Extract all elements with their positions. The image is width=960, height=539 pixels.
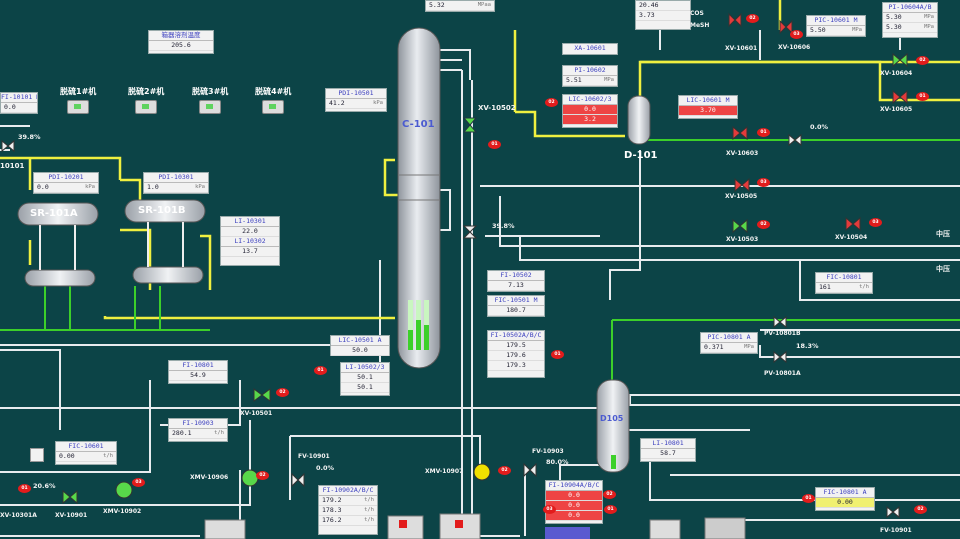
right-label-2: 中压: [936, 265, 950, 273]
xv-10504-tag: XV-10504: [835, 234, 868, 241]
alarm-badge[interactable]: 02: [545, 98, 558, 107]
heater-3[interactable]: 脱硫3#机: [192, 86, 228, 114]
fi-10502-box: FI-10502 7.13: [487, 270, 545, 292]
alarm-badge[interactable]: 02: [914, 505, 927, 514]
heater-1[interactable]: 脱硫1#机: [60, 86, 96, 114]
valve-10603-pct: 0.0%: [810, 123, 829, 131]
alarm-badge[interactable]: 01: [18, 484, 31, 493]
alarm-badge[interactable]: 02: [256, 471, 269, 480]
xmv-10906-tag: XMV-10906: [190, 474, 229, 481]
alarm-badge[interactable]: 01: [551, 350, 564, 359]
xv-10901-tag: XV-10901: [55, 512, 88, 519]
drums: [596, 95, 651, 473]
column-c101-label[interactable]: C-101: [402, 119, 435, 130]
xv-10603-tag: XV-10603: [726, 150, 759, 157]
left-edge-tag: 10101: [0, 162, 25, 170]
equipment-bottom: [204, 513, 746, 539]
analyzer-cos: COS: [690, 10, 704, 17]
pv-10801a-tag: PV-10801A: [764, 370, 801, 377]
left-edge-pct: 39.8%: [18, 133, 41, 141]
fi-10904abc-box: FI-10904A/B/C 0.0 0.0 0.0: [545, 480, 603, 524]
li-10502-box: LI-10502/3 50.1 50.1: [340, 362, 390, 396]
alarm-badge[interactable]: 03: [132, 478, 145, 487]
xv-10601-tag: XV-10601: [725, 45, 758, 52]
xv-10301a-tag: XV-10301A: [0, 512, 37, 519]
alarm-badge[interactable]: 01: [916, 92, 929, 101]
xv-10503-tag: XV-10503: [726, 236, 759, 243]
fv-10901-pct: 0.0%: [316, 464, 335, 472]
lic-10602-box: LIC-10602/3 0.0 3.2: [562, 94, 618, 128]
alarm-badge[interactable]: 02: [498, 466, 511, 475]
xv-10604-tag: XV-10604: [880, 70, 913, 77]
yellow-highlight-lines: [0, 0, 960, 320]
exchangers: [17, 199, 206, 287]
column-c101: [397, 27, 441, 369]
alarm-badge[interactable]: 01: [314, 366, 327, 375]
heater-2[interactable]: 脱硫2#机: [128, 86, 164, 114]
alarm-badge[interactable]: 01: [604, 505, 617, 514]
alarm-badge[interactable]: 02: [916, 56, 929, 65]
drum-d101-label[interactable]: D-101: [624, 150, 658, 161]
xv-10505-tag: XV-10505: [725, 193, 758, 200]
pv-10801a-pct: 18.3%: [796, 342, 819, 350]
alarm-badge[interactable]: 01: [757, 128, 770, 137]
alarm-badge[interactable]: 03: [869, 218, 882, 227]
alarm-badge[interactable]: 01: [488, 140, 501, 149]
fv-10901-tag: FV-10901: [298, 453, 330, 460]
fic-10501-box: FIC-10501 M 180.7: [487, 295, 545, 317]
right-label-1: 中压: [936, 230, 950, 238]
analyzer-mesh: MeSH: [690, 22, 710, 29]
alarm-badge[interactable]: 03: [757, 178, 770, 187]
bottom-left-pct: 20.6%: [33, 482, 56, 490]
xmv-10902-tag: XMV-10902: [103, 508, 142, 515]
li-10801-box: LI-10801 58.7: [640, 438, 696, 462]
exchanger-sr101b-label[interactable]: SR-101B: [138, 205, 186, 216]
xv-10606-tag: XV-10606: [778, 44, 811, 51]
xv-10605-tag: XV-10605: [880, 106, 913, 113]
lic-10601m-box: LIC-10601 M 3.70: [678, 95, 738, 119]
alarm-badge[interactable]: 02: [757, 220, 770, 229]
fic-10801b-box: FIC-10801 A 0.00: [815, 487, 875, 511]
fi-10801-box: FI-10801 54.9: [168, 360, 228, 384]
pv-10801b-tag: PV-10801B: [764, 330, 801, 337]
alarm-badge[interactable]: 02: [603, 490, 616, 499]
exchanger-sr101a-label[interactable]: SR-101A: [30, 208, 78, 219]
fi-10502abc-box: FI-10502A/B/C 179.5 179.6 179.3: [487, 330, 545, 378]
xmv-10907-tag: XMV-10907: [425, 468, 464, 475]
heater-4[interactable]: 脱硫4#机: [255, 86, 291, 114]
mid-valve-pct: 39.8%: [492, 222, 515, 230]
xa-10601-box: XA-10601: [562, 43, 618, 55]
li-10301-box: LI-10301 22.0 LI-10302 13.7: [220, 216, 280, 266]
fv-10903-tag: FV-10903: [532, 448, 564, 455]
alarm-badge[interactable]: 03: [790, 30, 803, 39]
left-edge-flow-box: FI-10101 M 0.0: [0, 92, 38, 114]
valves: [1, 12, 908, 519]
fv-10903-pct: 80.0%: [546, 458, 569, 466]
alarm-badge[interactable]: 03: [543, 505, 556, 514]
drum-d105-label[interactable]: D105: [600, 414, 624, 423]
alarm-badge[interactable]: 02: [276, 388, 289, 397]
fv-10901b-tag: FV-10901: [880, 527, 912, 534]
heater-temp-box: 箱器溶剂温度 205.6: [148, 30, 214, 54]
lic-10501-box: LIC-10501 A 50.0: [330, 335, 390, 356]
alarm-badge[interactable]: 02: [746, 14, 759, 23]
xv-10501-tag: XV-10501: [240, 410, 273, 417]
alarm-badge[interactable]: 01: [802, 494, 815, 503]
xv-10502-tag: XV-10502: [478, 104, 516, 112]
small-box: [30, 448, 44, 462]
analyzer-box: 20.46 3.73: [635, 0, 691, 30]
